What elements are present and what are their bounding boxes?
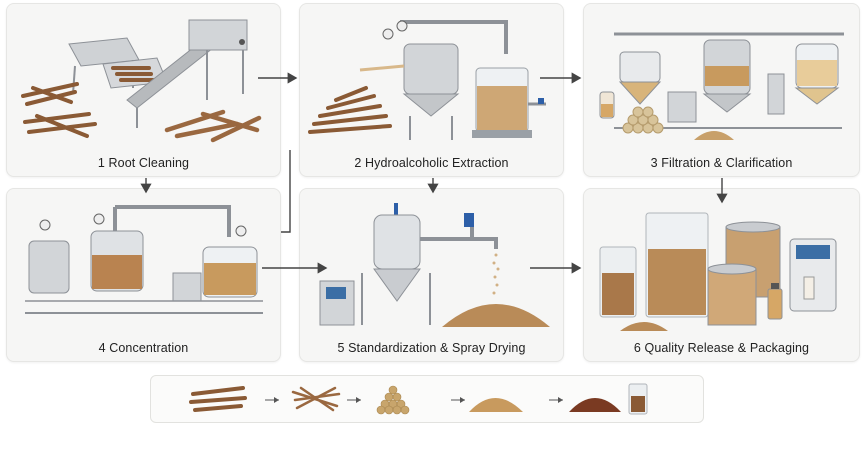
filter-vessel-icon — [614, 32, 844, 129]
raw-root-icon — [189, 386, 247, 412]
large-bag-icon — [645, 212, 709, 318]
packaging-illustration — [599, 212, 837, 331]
root-pile-icon — [308, 86, 392, 134]
vial-icon — [767, 283, 783, 320]
spray-dryer-icon — [361, 203, 498, 325]
concentration-illustration — [25, 205, 263, 314]
step-6-panel: 6 Quality Release & Packaging — [583, 188, 860, 362]
powder-pile-icon — [442, 304, 550, 327]
sample-bag-icon — [599, 246, 637, 318]
step-3-label: 3 Filtration & Clarification — [650, 156, 793, 170]
licorice-root-icon — [21, 82, 97, 138]
granules-icon — [376, 385, 410, 415]
step-2-panel: 2 Hydroalcoholic Extraction — [299, 3, 564, 177]
granule-pile-icon — [622, 106, 664, 134]
spray-drying-illustration — [319, 203, 550, 327]
control-panel-icon — [319, 280, 355, 326]
powder-pile-icon — [694, 131, 734, 140]
root-bundle-icon — [291, 386, 341, 412]
step-3-panel: 3 Filtration & Clarification — [583, 3, 860, 177]
root-cleaning-illustration — [21, 19, 262, 143]
bottle-icon — [599, 91, 615, 119]
powder-pile-icon — [620, 322, 668, 331]
step-2-label: 2 Hydroalcoholic Extraction — [354, 156, 509, 170]
evaporator-icon — [25, 205, 263, 314]
step-6-label: 6 Quality Release & Packaging — [633, 341, 810, 355]
final-package-icon — [628, 383, 648, 415]
conveyor-icon — [126, 19, 248, 128]
process-summary-strip — [150, 375, 704, 423]
dark-powder-icon — [569, 398, 621, 412]
step-5-label: 5 Standardization & Spray Drying — [337, 341, 526, 355]
analyzer-icon — [789, 238, 837, 312]
extraction-tank-icon — [359, 20, 508, 140]
summary-sequence — [189, 383, 648, 415]
step-1-panel: 1 Root Cleaning — [6, 3, 281, 177]
step-4-panel: 4 Concentration — [6, 188, 281, 362]
spray-stream-icon — [492, 253, 500, 295]
cleaned-root-icon — [164, 109, 262, 143]
extract-beaker-icon — [472, 67, 546, 138]
light-powder-icon — [469, 398, 523, 412]
arrow-connector-2-to-4 — [281, 150, 291, 233]
step-1-label: 1 Root Cleaning — [97, 156, 190, 170]
extraction-illustration — [308, 20, 546, 140]
step-4-label: 4 Concentration — [98, 341, 189, 355]
step-5-panel: 5 Standardization & Spray Drying — [299, 188, 564, 362]
filtration-illustration — [599, 32, 844, 140]
